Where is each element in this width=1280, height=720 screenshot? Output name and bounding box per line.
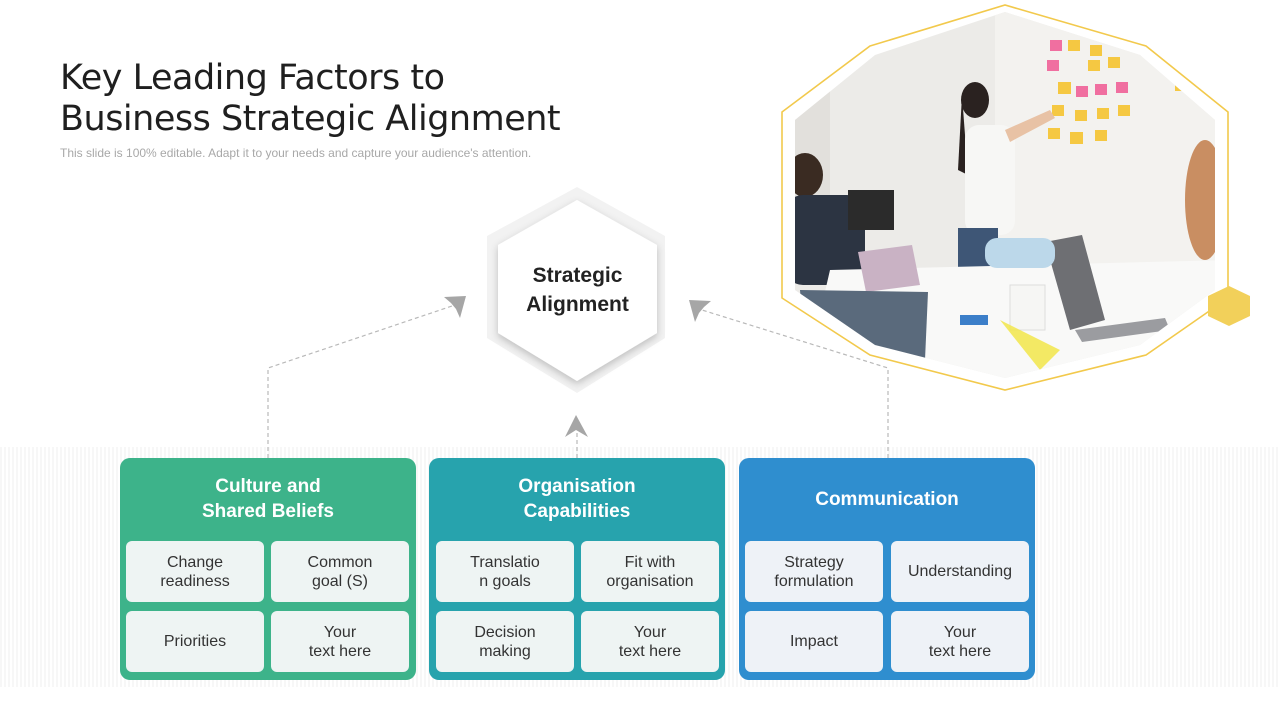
cell-line-2: goal (S) [311,572,369,590]
cell-line-1: Decision [474,623,536,641]
communication-cell-your-text: Your text here [891,611,1029,672]
left-arrow-icon [444,296,466,318]
communication-cell-strategy-formulation: Strategy formulation [745,541,883,602]
organisation-cell-your-text: Your text here [581,611,719,672]
center-label-line-1: Strategic [532,264,623,287]
center-hexagon [498,200,657,381]
cell-line-1: Common [307,553,373,571]
cell-line-1: Impact [789,633,838,650]
cell-line-1: Translatio [470,553,540,571]
communication-card: Communication Strategy formulation Under… [739,458,1035,680]
communication-card-title: Communication [739,458,1035,540]
cell-line-1: Strategy [784,553,844,571]
organisation-card: Organisation Capabilities Translatio n g… [429,458,725,680]
cell-line-2: making [479,642,531,660]
cell-line-2: text here [618,642,682,660]
cell-line-1: Your [943,623,977,641]
organisation-title-line-2: Capabilities [523,501,631,522]
cell-line-1: Priorities [163,633,227,650]
organisation-title-line-1: Organisation [518,476,636,497]
culture-cell-common-goal: Common goal (S) [271,541,409,602]
cell-line-2: organisation [606,572,694,590]
slide-subtitle: This slide is 100% editable. Adapt it to… [60,146,532,160]
communication-title-line-1: Communication [815,488,959,510]
culture-title-line-2: Shared Beliefs [202,501,334,522]
cell-line-2: formulation [774,572,854,590]
center-hexagon-label: Strategic Alignment [500,261,655,319]
culture-card: Culture and Shared Beliefs Change readin… [120,458,416,680]
slide-title-line-1: Key Leading Factors to [60,58,445,98]
right-arrow-icon [689,300,711,322]
communication-cell-understanding: Understanding [891,541,1029,602]
connector-left [267,305,453,458]
cell-line-1: Your [323,623,357,641]
cell-line-1: Understanding [907,563,1013,580]
slide-title-line-2: Business Strategic Alignment [60,99,561,139]
photo-outline [781,4,1229,391]
organisation-cell-translation-goals: Translatio n goals [436,541,574,602]
culture-cell-change-readiness: Change readiness [126,541,264,602]
culture-card-title: Culture and Shared Beliefs [120,458,416,540]
cell-line-1: Fit with [624,553,676,571]
cell-line-2: text here [308,642,372,660]
meeting-photo-hexagon [781,4,1250,391]
presenter-figure [958,82,1055,268]
middle-arrow-icon [565,415,588,437]
center-label-line-2: Alignment [526,293,629,316]
organisation-card-title: Organisation Capabilities [429,458,725,540]
communication-cell-impact: Impact [745,611,883,672]
cell-line-2: readiness [160,572,230,590]
culture-cell-priorities: Priorities [126,611,264,672]
cell-line-1: Change [166,553,224,571]
cell-line-1: Your [633,623,667,641]
cell-line-2: n goals [479,572,531,590]
cell-line-2: text here [928,642,992,660]
culture-cell-your-text: Your text here [271,611,409,672]
yellow-accent-hexagon [1208,286,1250,326]
organisation-cell-fit-with-organisation: Fit with organisation [581,541,719,602]
slide-title: Key Leading Factors to Business Strategi… [60,58,561,140]
seated-person-figure [795,153,865,285]
organisation-cell-decision-making: Decision making [436,611,574,672]
culture-title-line-1: Culture and [215,476,321,497]
connector-right [701,309,889,458]
